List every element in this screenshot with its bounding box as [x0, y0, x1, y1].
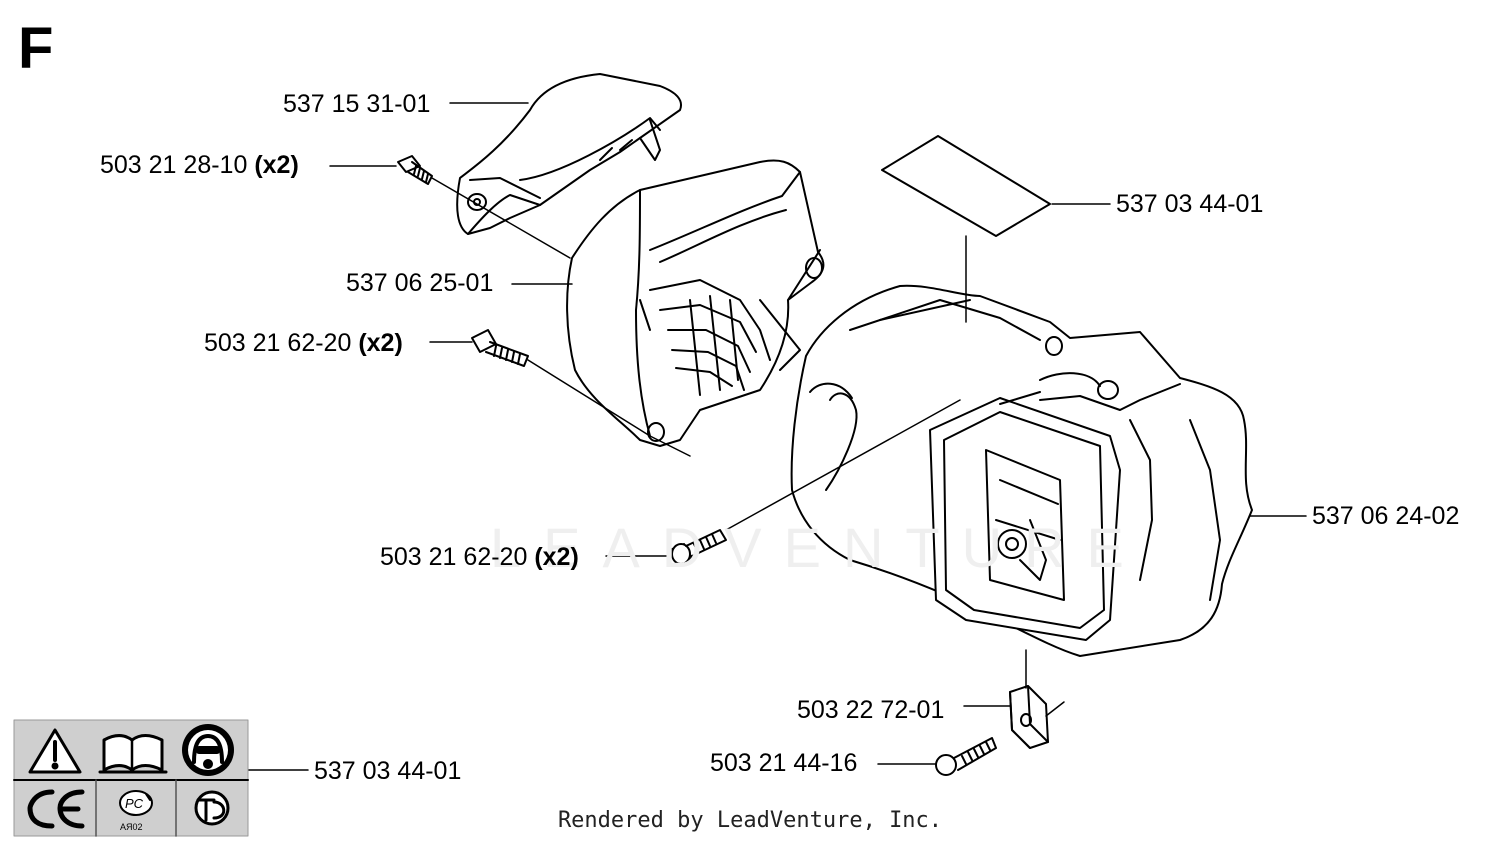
- top-cover-part: [456, 73, 682, 235]
- label-top-screw: 503 21 28-10 (x2): [100, 150, 299, 180]
- cover-screw-part: [471, 329, 529, 367]
- label-decal: 537 03 44-01: [1116, 189, 1263, 219]
- part-number: 503 21 62-20: [380, 543, 528, 571]
- ce-mark-icon: [27, 789, 85, 829]
- part-number: 503 21 62-20: [204, 329, 352, 357]
- manual-book-icon: [98, 734, 168, 774]
- svg-text:PC: PC: [125, 796, 144, 811]
- gost-mark-icon: [194, 790, 230, 826]
- part-number: 537 03 44-01: [314, 757, 462, 785]
- label-housing-screw: 503 21 62-20 (x2): [380, 542, 579, 572]
- part-number: 537 03 44-01: [1116, 190, 1264, 218]
- clip-part: [1009, 685, 1049, 749]
- housing-part: [790, 284, 1253, 657]
- filter-cover-part: [566, 159, 825, 447]
- quantity: (x2): [534, 543, 579, 571]
- part-number: 503 22 72-01: [797, 696, 945, 724]
- leader-lines: [247, 102, 1307, 771]
- part-number: 537 06 25-01: [346, 269, 494, 297]
- label-clip: 503 22 72-01: [797, 695, 944, 725]
- label-cover-screw: 503 21 62-20 (x2): [204, 328, 403, 358]
- label-housing: 537 06 24-02: [1312, 501, 1459, 531]
- warning-label-part: PC АЯ02: [13, 719, 249, 837]
- decal-part: [881, 135, 1051, 237]
- pct-mark-icon: PC АЯ02: [119, 790, 153, 832]
- warning-triangle-icon: [28, 728, 82, 774]
- ear-eye-protection-icon: [182, 724, 234, 776]
- part-number: 537 15 31-01: [283, 90, 431, 118]
- quantity: (x2): [358, 329, 403, 357]
- watermark: LEADVENTURE: [490, 516, 1146, 579]
- quantity: (x2): [254, 151, 299, 179]
- pct-subtext: АЯ02: [120, 822, 143, 832]
- label-filter-cover: 537 06 25-01: [346, 268, 493, 298]
- footer-credit: Rendered by LeadVenture, Inc.: [557, 808, 943, 833]
- housing-screw-part: [669, 529, 727, 565]
- part-number: 503 21 44-16: [710, 749, 858, 777]
- clip-screw-part: [935, 737, 997, 776]
- part-number: 503 21 28-10: [100, 151, 248, 179]
- label-warning-label: 537 03 44-01: [314, 756, 461, 786]
- label-top-cover: 537 15 31-01: [283, 89, 430, 119]
- top-screw-part: [397, 155, 433, 185]
- section-letter: F: [18, 16, 54, 81]
- part-number: 537 06 24-02: [1312, 502, 1460, 530]
- label-clip-screw: 503 21 44-16: [710, 748, 857, 778]
